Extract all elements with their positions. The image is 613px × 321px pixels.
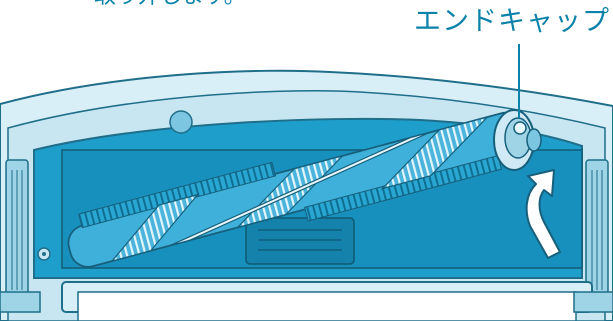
instruction-text: -取り外します。 <box>86 0 246 12</box>
round-boss <box>169 110 193 134</box>
left-foot <box>0 291 41 313</box>
helical-bristle-band <box>380 115 490 190</box>
right-foot <box>573 291 613 313</box>
end-cap-callout-label: エンドキャップ <box>414 6 610 37</box>
bottom-bumper-inner <box>77 291 577 321</box>
helical-bristle-band <box>110 193 200 263</box>
end-cap <box>493 109 542 171</box>
helical-fin <box>169 131 430 247</box>
center-latch <box>245 217 355 265</box>
lift-direction-arrow-icon <box>525 169 561 259</box>
brush-roll <box>67 111 527 268</box>
